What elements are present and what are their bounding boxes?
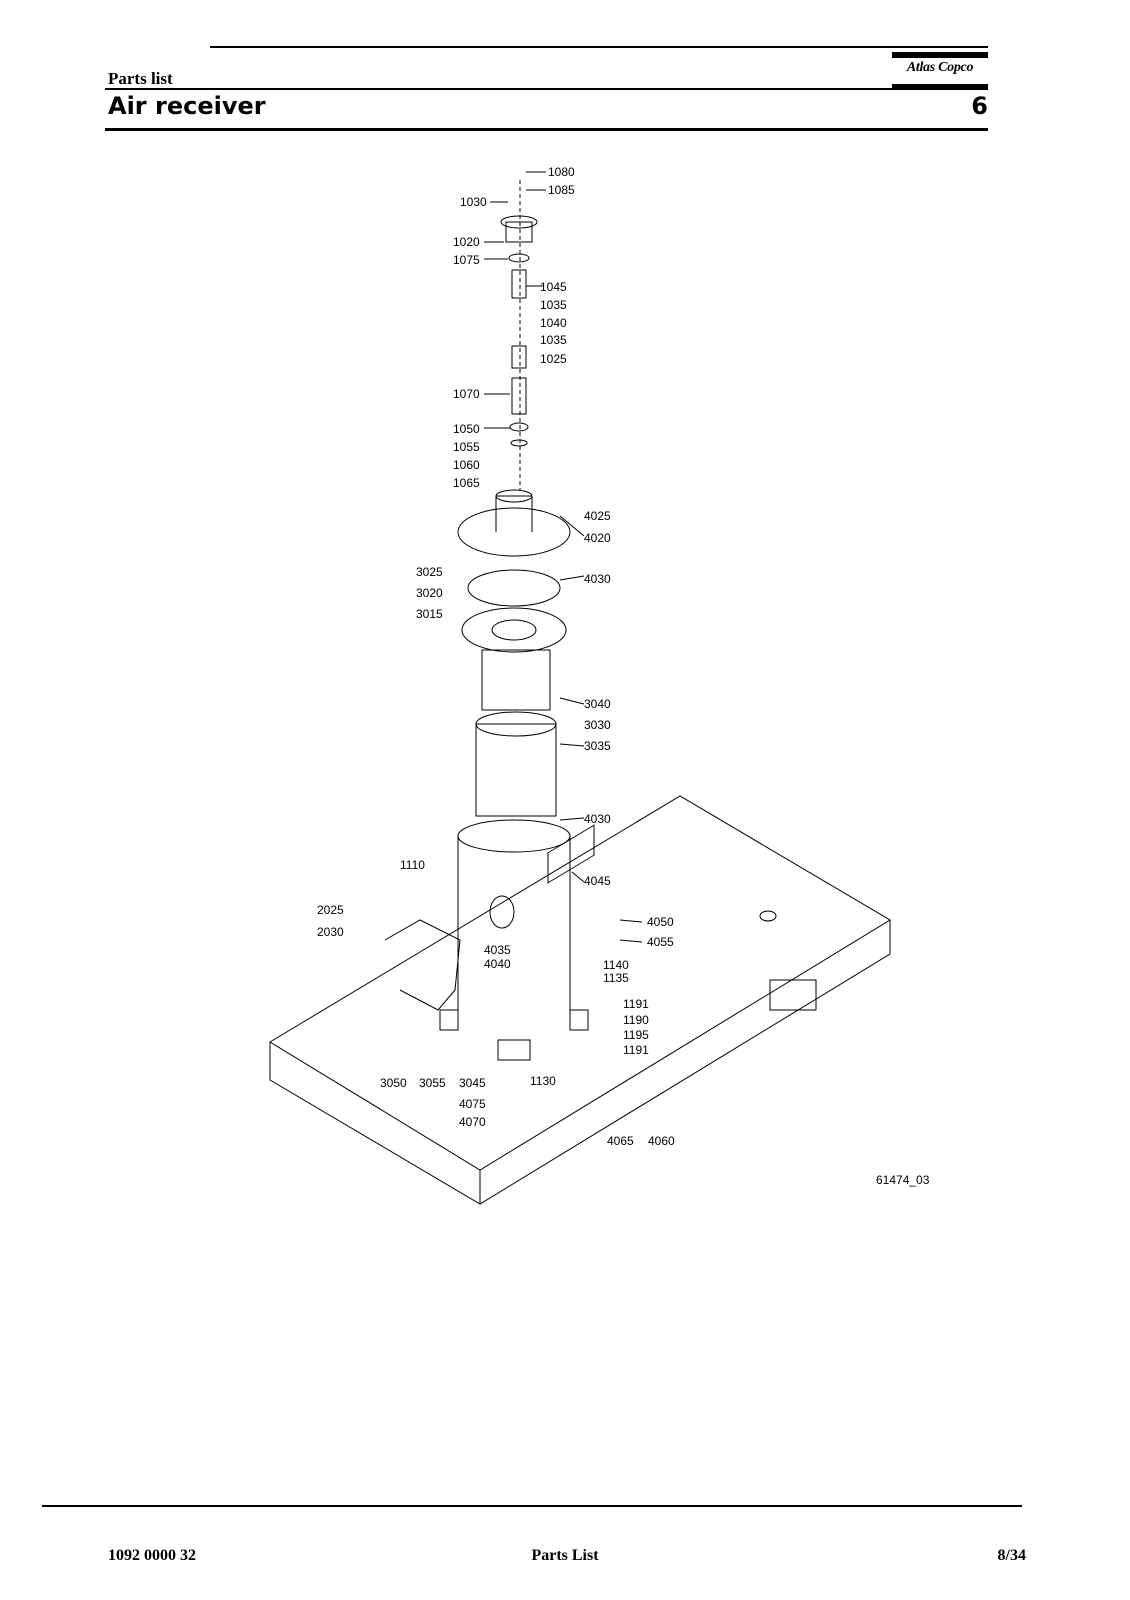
drawing-lines <box>269 171 891 1205</box>
callout-1050: 1050 <box>453 422 480 436</box>
callout-1140: 1140 <box>603 958 629 972</box>
leader <box>559 515 585 537</box>
callout-3045: 3045 <box>459 1076 486 1090</box>
base-slot-right <box>769 979 817 1011</box>
cover-boss <box>495 495 533 532</box>
callout-4075: 4075 <box>459 1097 486 1111</box>
callout-1191-a: 1191 <box>623 997 649 1011</box>
callout-labels: 1080 1085 1030 1020 1075 1045 1035 1040 … <box>317 165 930 1187</box>
spring-1045 <box>511 269 527 299</box>
drawing-id: 61474_03 <box>876 1173 930 1187</box>
callout-3035: 3035 <box>584 739 611 753</box>
o-ring-1075 <box>508 253 530 263</box>
footer-document-number: 1092 0000 32 <box>108 1547 196 1564</box>
callout-4035: 4035 <box>484 943 511 957</box>
washer-1055 <box>510 439 528 447</box>
base-slot-left <box>547 824 595 884</box>
gasket-4030 <box>467 569 561 607</box>
callout-4020: 4020 <box>584 531 611 545</box>
header-mid-rule <box>105 88 893 90</box>
callout-1070: 1070 <box>453 387 480 401</box>
washer-1050 <box>509 422 529 432</box>
callout-1045: 1045 <box>540 280 567 294</box>
footer-page-number: 8/34 <box>997 1547 1026 1564</box>
footer-document-title: Parts List <box>531 1547 599 1564</box>
element-body <box>475 723 557 817</box>
callout-3030: 3030 <box>584 718 611 732</box>
atlas-copco-logo: Atlas Copco <box>892 52 988 90</box>
logo-wordmark: Atlas Copco <box>906 60 974 75</box>
element-inner <box>481 649 551 711</box>
callout-3055: 3055 <box>419 1076 446 1090</box>
leader <box>559 575 585 581</box>
callout-4040: 4040 <box>484 957 511 971</box>
callout-1040: 1040 <box>540 316 567 330</box>
leader <box>619 939 643 943</box>
callout-4060: 4060 <box>648 1134 675 1148</box>
callout-4045: 4045 <box>584 874 611 888</box>
base-hole <box>759 910 777 922</box>
callout-1191-b: 1191 <box>623 1043 649 1057</box>
callout-1065: 1065 <box>453 476 480 490</box>
pipe-bracket <box>384 919 461 1011</box>
callout-1030: 1030 <box>460 195 487 209</box>
leader <box>571 871 585 883</box>
callout-4070: 4070 <box>459 1115 486 1129</box>
callout-3050: 3050 <box>380 1076 407 1090</box>
logo-bar-top <box>892 52 988 58</box>
leader <box>559 697 585 705</box>
callout-2025: 2025 <box>317 903 344 917</box>
callout-4050: 4050 <box>647 915 674 929</box>
callout-1085: 1085 <box>548 183 575 197</box>
receiver-top-rim <box>457 819 571 853</box>
base-frame-outline <box>269 795 891 1171</box>
valve-cap-1020 <box>505 221 533 243</box>
callout-1020: 1020 <box>453 235 480 249</box>
base-frame-edge <box>269 920 891 1205</box>
leader <box>559 817 585 821</box>
leader <box>559 743 585 747</box>
footer-rule <box>42 1505 1022 1507</box>
callout-1060: 1060 <box>453 458 480 472</box>
callout-1135: 1135 <box>603 971 629 985</box>
exploded-parts-drawing: 1080 1085 1030 1020 1075 1045 1035 1040 … <box>269 165 930 1205</box>
section-label: Parts list <box>108 69 173 88</box>
callout-4025: 4025 <box>584 509 611 523</box>
callout-1130: 1130 <box>530 1074 556 1088</box>
chapter-number: 6 <box>971 92 988 120</box>
callout-1075: 1075 <box>453 253 480 267</box>
callout-1055: 1055 <box>453 440 480 454</box>
callout-1025: 1025 <box>540 352 567 366</box>
header-bottom-rule <box>105 128 988 131</box>
callout-3015: 3015 <box>416 607 443 621</box>
callout-3020: 3020 <box>416 586 443 600</box>
callout-1035-b: 1035 <box>540 333 567 347</box>
logo-bar-bottom <box>892 84 988 90</box>
page-title: Air receiver <box>108 92 266 120</box>
callout-1195: 1195 <box>623 1028 649 1042</box>
cover-4020 <box>457 507 571 557</box>
receiver-bottom-outlet <box>497 1039 531 1061</box>
cover-boss-top <box>495 489 533 503</box>
flange-3015 <box>461 607 567 653</box>
callout-1190: 1190 <box>623 1013 649 1027</box>
callout-3040: 3040 <box>584 697 611 711</box>
callout-4065: 4065 <box>607 1134 634 1148</box>
callout-1035-a: 1035 <box>540 298 567 312</box>
receiver-base-foot <box>439 1009 589 1031</box>
flange-3015-inner <box>491 619 537 641</box>
receiver-port <box>489 895 515 929</box>
leader <box>619 919 643 923</box>
callout-1110: 1110 <box>400 858 425 872</box>
header-top-rule <box>210 46 988 48</box>
callout-4030-b: 4030 <box>584 812 611 826</box>
callout-3025: 3025 <box>416 565 443 579</box>
callout-1080: 1080 <box>548 165 575 179</box>
callout-4055: 4055 <box>647 935 674 949</box>
piston-1025 <box>511 345 527 369</box>
callout-4030-a: 4030 <box>584 572 611 586</box>
spring-1070 <box>511 377 527 415</box>
callout-2030: 2030 <box>317 925 344 939</box>
valve-cap-top <box>500 215 538 229</box>
